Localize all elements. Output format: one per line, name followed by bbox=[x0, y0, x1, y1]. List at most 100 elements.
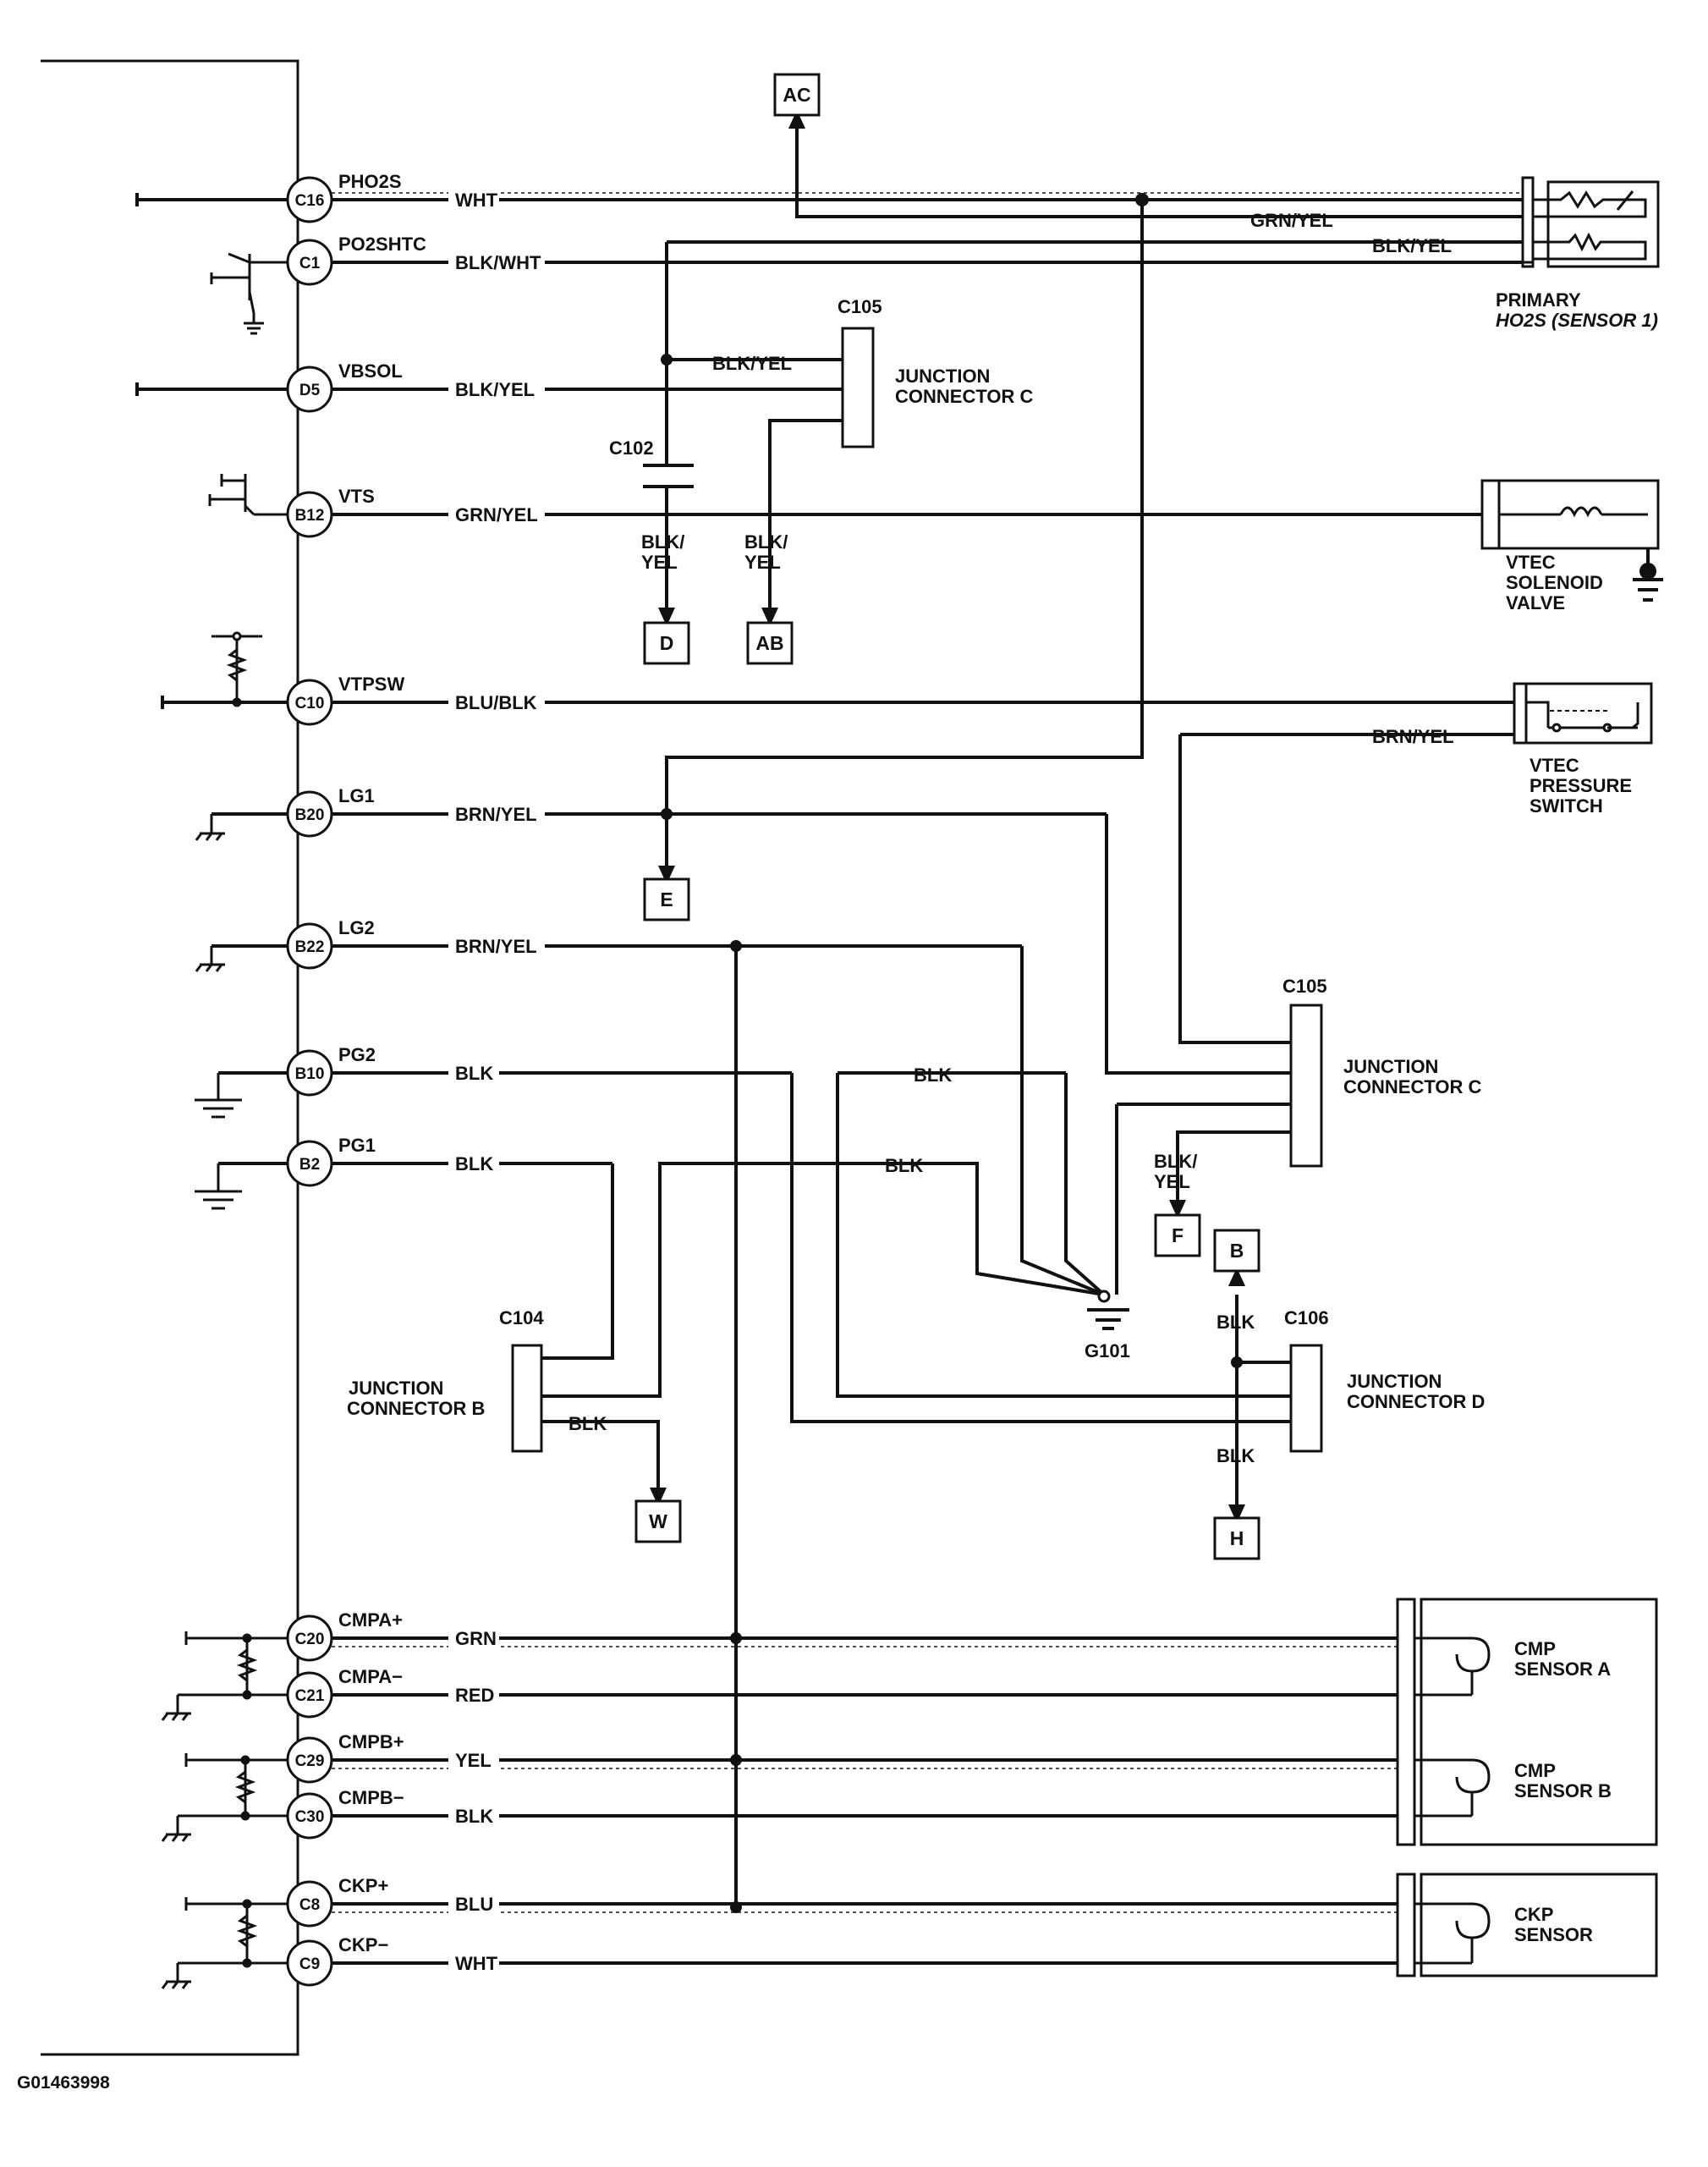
figure-id: G01463998 bbox=[17, 2073, 110, 2093]
wire-color-b22: BRN/YEL bbox=[455, 936, 537, 957]
jc-c-mid-line1: JUNCTION bbox=[1343, 1056, 1438, 1077]
signal-c21: CMPA− bbox=[338, 1666, 403, 1687]
c105-mid-connector bbox=[1289, 1004, 1323, 1168]
wire-color-b12: GRN/YEL bbox=[455, 504, 538, 525]
signal-b22: LG2 bbox=[338, 917, 375, 938]
ref-label-d: D bbox=[660, 632, 674, 654]
pin-id-c21: C21 bbox=[295, 1687, 325, 1705]
signal-b2: PG1 bbox=[338, 1135, 376, 1156]
signal-c30: CMPB− bbox=[338, 1787, 404, 1808]
c105-top-label: C105 bbox=[838, 296, 882, 317]
pin-id-b22: B22 bbox=[295, 938, 325, 956]
vtec-solenoid-line1: VTEC bbox=[1506, 552, 1556, 573]
wire-blk-w: BLK bbox=[568, 1413, 607, 1434]
wire-label-bg-c9 bbox=[448, 1950, 499, 1974]
splice-points bbox=[661, 193, 1656, 1913]
jc-c-top-line1: JUNCTION bbox=[895, 366, 990, 387]
ckp-line2: SENSOR bbox=[1514, 1924, 1593, 1945]
wire-blk-yel-f-line2: YEL bbox=[1154, 1171, 1190, 1192]
pin-id-c16: C16 bbox=[295, 192, 325, 210]
ref-box-ab bbox=[746, 621, 794, 665]
wire-color-b10: BLK bbox=[455, 1063, 493, 1084]
ckp-plug bbox=[1396, 1873, 1416, 1977]
pin-circle-b12 bbox=[286, 491, 333, 538]
pin-id-d5: D5 bbox=[299, 382, 321, 399]
pin-circle-b10 bbox=[286, 1049, 333, 1097]
pin-circle-d5 bbox=[286, 366, 333, 413]
signal-d5: VBSOL bbox=[338, 360, 403, 382]
cmp-a-line2: SENSOR A bbox=[1514, 1658, 1611, 1680]
wire-blk-yel-d-line2: YEL bbox=[641, 552, 678, 573]
arrowheads bbox=[650, 110, 1245, 1523]
wire-color-c16: WHT bbox=[455, 190, 498, 211]
pin-id-b20: B20 bbox=[295, 806, 325, 824]
ref-label-e: E bbox=[660, 888, 673, 910]
g101-label: G101 bbox=[1085, 1340, 1130, 1361]
signal-c8: CKP+ bbox=[338, 1875, 388, 1896]
wire-blk-g101-lower: BLK bbox=[885, 1155, 923, 1176]
wire-label-bg-c29 bbox=[448, 1747, 499, 1771]
vtec-pressure-switch-plug bbox=[1513, 682, 1528, 745]
pin-circle-c1 bbox=[286, 239, 333, 286]
signal-c9: CKP− bbox=[338, 1934, 388, 1955]
vtec-pressure-line1: VTEC bbox=[1530, 755, 1579, 776]
pin-circle-c8 bbox=[286, 1880, 333, 1928]
wire-label-bg-c10 bbox=[448, 690, 545, 713]
ho2s-body bbox=[1546, 180, 1660, 268]
ref-box-w bbox=[634, 1499, 682, 1543]
wire-label-bg-b2 bbox=[448, 1151, 499, 1174]
signal-c20: CMPA+ bbox=[338, 1609, 403, 1631]
signal-b10: PG2 bbox=[338, 1044, 376, 1065]
wire-blk-h: BLK bbox=[1216, 1445, 1255, 1466]
ref-box-ac bbox=[773, 73, 821, 117]
pin-circle-c21 bbox=[286, 1671, 333, 1719]
vtec-solenoid-plug bbox=[1480, 479, 1501, 550]
ref-label-w: W bbox=[649, 1510, 667, 1532]
wire-label-bg-b12 bbox=[448, 502, 545, 525]
wire-blk-yel-ab-line2: YEL bbox=[744, 552, 781, 573]
pin-id-c8: C8 bbox=[299, 1896, 320, 1914]
vtec-pressure-line2: PRESSURE bbox=[1530, 775, 1632, 796]
wire-color-c9: WHT bbox=[455, 1953, 498, 1974]
wire-blk-g101-upper: BLK bbox=[914, 1064, 952, 1086]
ho2s-plug bbox=[1521, 176, 1535, 268]
wire-label-bg-b22 bbox=[448, 933, 545, 957]
pin-id-c1: C1 bbox=[299, 255, 321, 272]
pin-circle-c30 bbox=[286, 1792, 333, 1840]
ref-label-h: H bbox=[1230, 1527, 1244, 1549]
pin-id-c20: C20 bbox=[295, 1631, 325, 1648]
wire-color-d5: BLK/YEL bbox=[455, 379, 535, 400]
jc-d-line2: CONNECTOR D bbox=[1347, 1391, 1485, 1412]
ckp-sensor-body bbox=[1420, 1873, 1658, 1977]
c106-label: C106 bbox=[1284, 1307, 1329, 1328]
wire-blk-b: BLK bbox=[1216, 1312, 1255, 1333]
pin-id-b2: B2 bbox=[299, 1156, 320, 1174]
ref-box-d bbox=[643, 621, 690, 665]
wire-blk-yel-c105: BLK/YEL bbox=[712, 353, 792, 374]
wire-color-b20: BRN/YEL bbox=[455, 804, 537, 825]
wire-color-c1: BLK/WHT bbox=[455, 252, 541, 273]
ref-box-e bbox=[643, 877, 690, 921]
c102-label: C102 bbox=[609, 437, 654, 459]
wire-label-bg-c20 bbox=[448, 1625, 499, 1649]
wire-label-bg-c16 bbox=[448, 187, 499, 211]
wire-label-bg-d5 bbox=[448, 377, 545, 400]
c104-label: C104 bbox=[499, 1307, 544, 1328]
signal-c1: PO2SHTC bbox=[338, 234, 426, 255]
cmp-plug bbox=[1396, 1598, 1416, 1846]
wire-color-c8: BLU bbox=[455, 1894, 493, 1915]
ho2s-label-line2: HO2S (SENSOR 1) bbox=[1496, 310, 1658, 331]
c105-top-connector bbox=[841, 327, 875, 448]
ref-label-b: B bbox=[1230, 1240, 1244, 1262]
wire-blk-yel-d-line1: BLK/ bbox=[641, 531, 684, 553]
signal-c10: VTPSW bbox=[338, 674, 404, 695]
wire-label-bg-b10 bbox=[448, 1060, 499, 1084]
c106-connector bbox=[1289, 1344, 1323, 1453]
cmp-sensor-body bbox=[1420, 1598, 1658, 1846]
wire-blk-yel-ho2s: BLK/YEL bbox=[1372, 235, 1452, 256]
pin-id-c10: C10 bbox=[295, 695, 325, 712]
wire-brn-yel-pressure: BRN/YEL bbox=[1372, 726, 1454, 747]
vtec-pressure-line3: SWITCH bbox=[1530, 795, 1603, 817]
wire-blk-yel-ab-line1: BLK/ bbox=[744, 531, 788, 553]
